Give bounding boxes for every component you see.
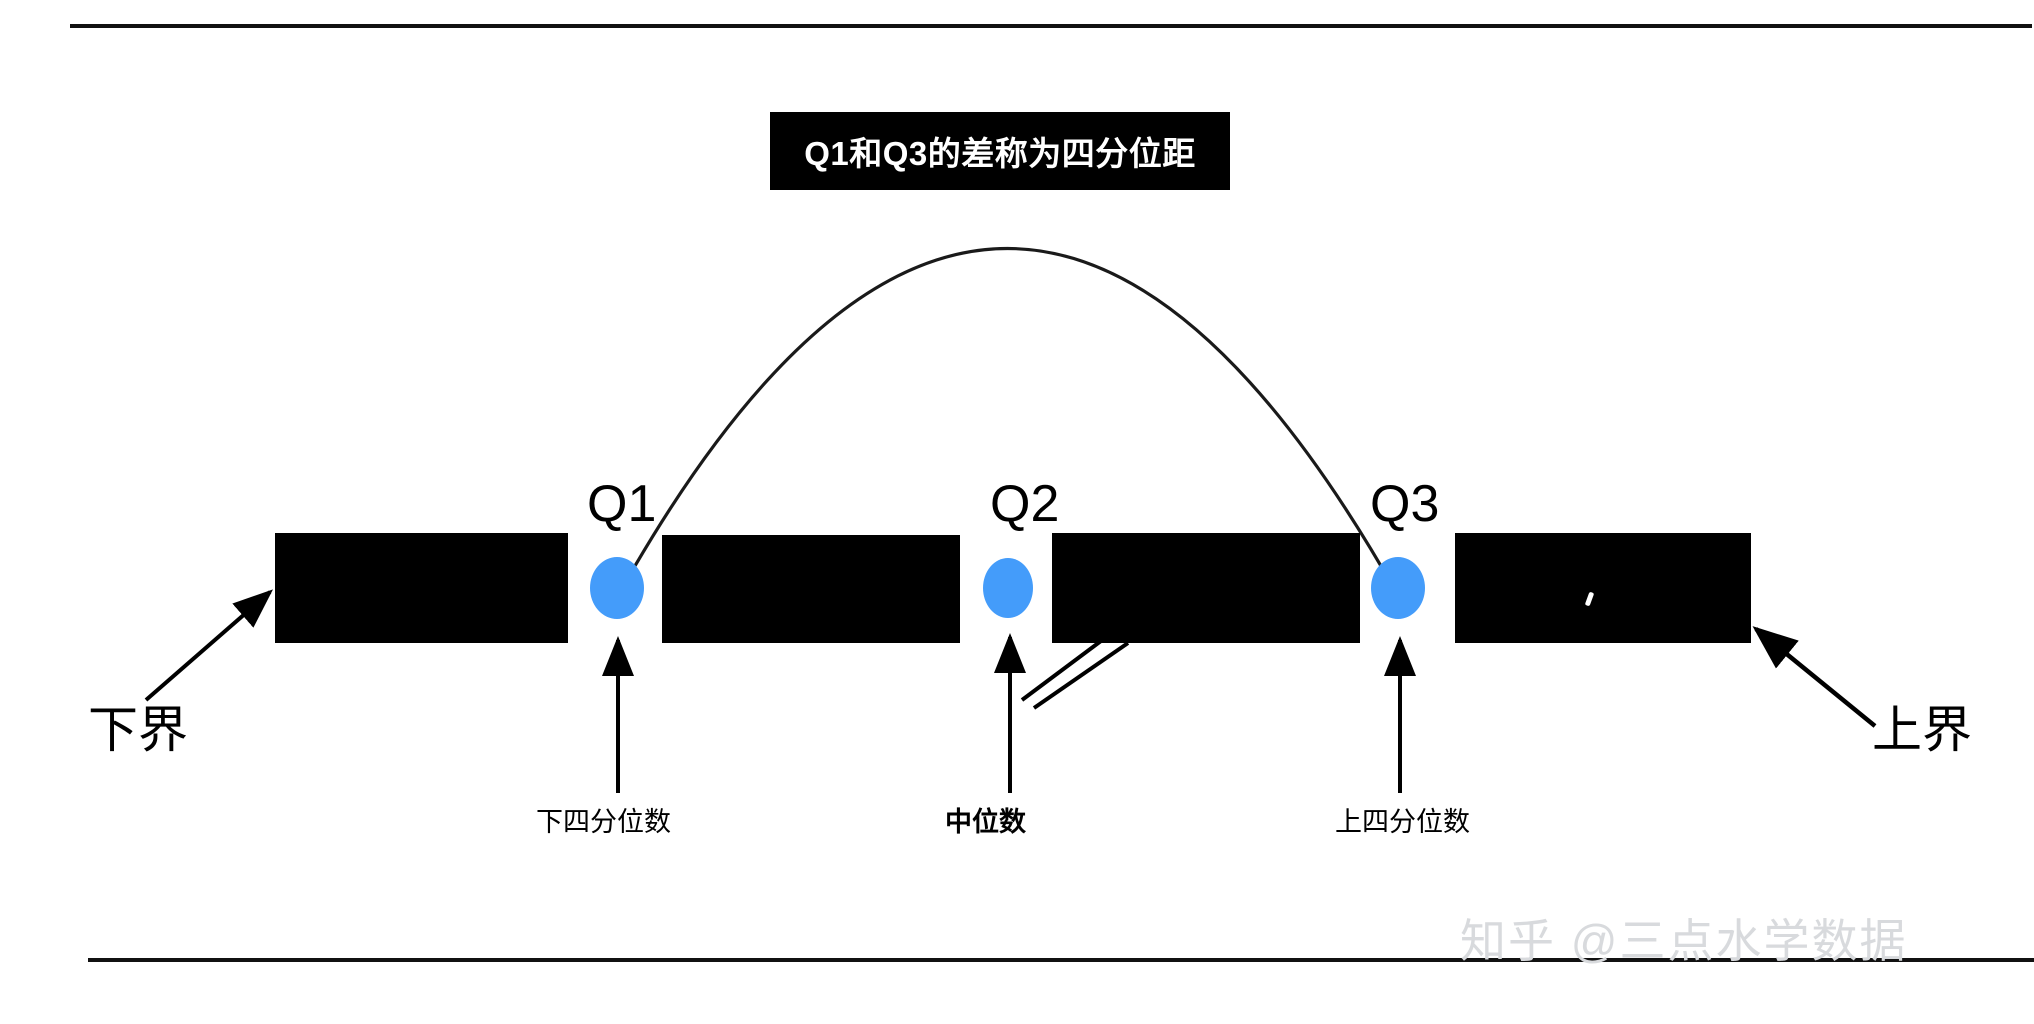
quartile-marker-q2-dot[interactable] (983, 558, 1033, 618)
quartile-label-q2: Q2 (990, 475, 1060, 533)
hatch-mark-b (1032, 641, 1130, 710)
quartile-marker-q1-dot[interactable] (590, 557, 644, 619)
boxplot-segment-4 (1455, 533, 1751, 643)
hatch-mark-a (1020, 630, 1115, 702)
lower-quartile-caption: 下四分位数 (536, 807, 671, 837)
quartile-marker-q3-dot[interactable] (1371, 557, 1425, 619)
watermark-text: 知乎 @三点水学数据 (1460, 915, 1908, 967)
lower-bound-leader-arrow (144, 589, 274, 702)
bottom-divider-rule (88, 958, 2034, 962)
boxplot-segment-3 (1052, 533, 1360, 643)
boxplot-segment-2 (662, 535, 960, 643)
quartile-label-q3: Q3 (1370, 475, 1440, 533)
iqr-span-arc (618, 247, 1398, 593)
median-caption: 中位数 (945, 807, 1026, 837)
top-divider-rule (70, 24, 2032, 28)
quartile-label-q1: Q1 (587, 475, 657, 533)
upper-quartile-caption: 上四分位数 (1335, 807, 1470, 837)
iqr-tooltip-box (770, 112, 1230, 190)
boxplot-segment-1 (275, 533, 568, 643)
upper-bound-label: 上界 (1872, 702, 1972, 758)
upper-bound-leader-arrow (1752, 626, 1877, 728)
iqr-tooltip-text: Q1和Q3的差称为四分位距 (804, 135, 1196, 172)
lower-bound-label: 下界 (88, 702, 188, 758)
